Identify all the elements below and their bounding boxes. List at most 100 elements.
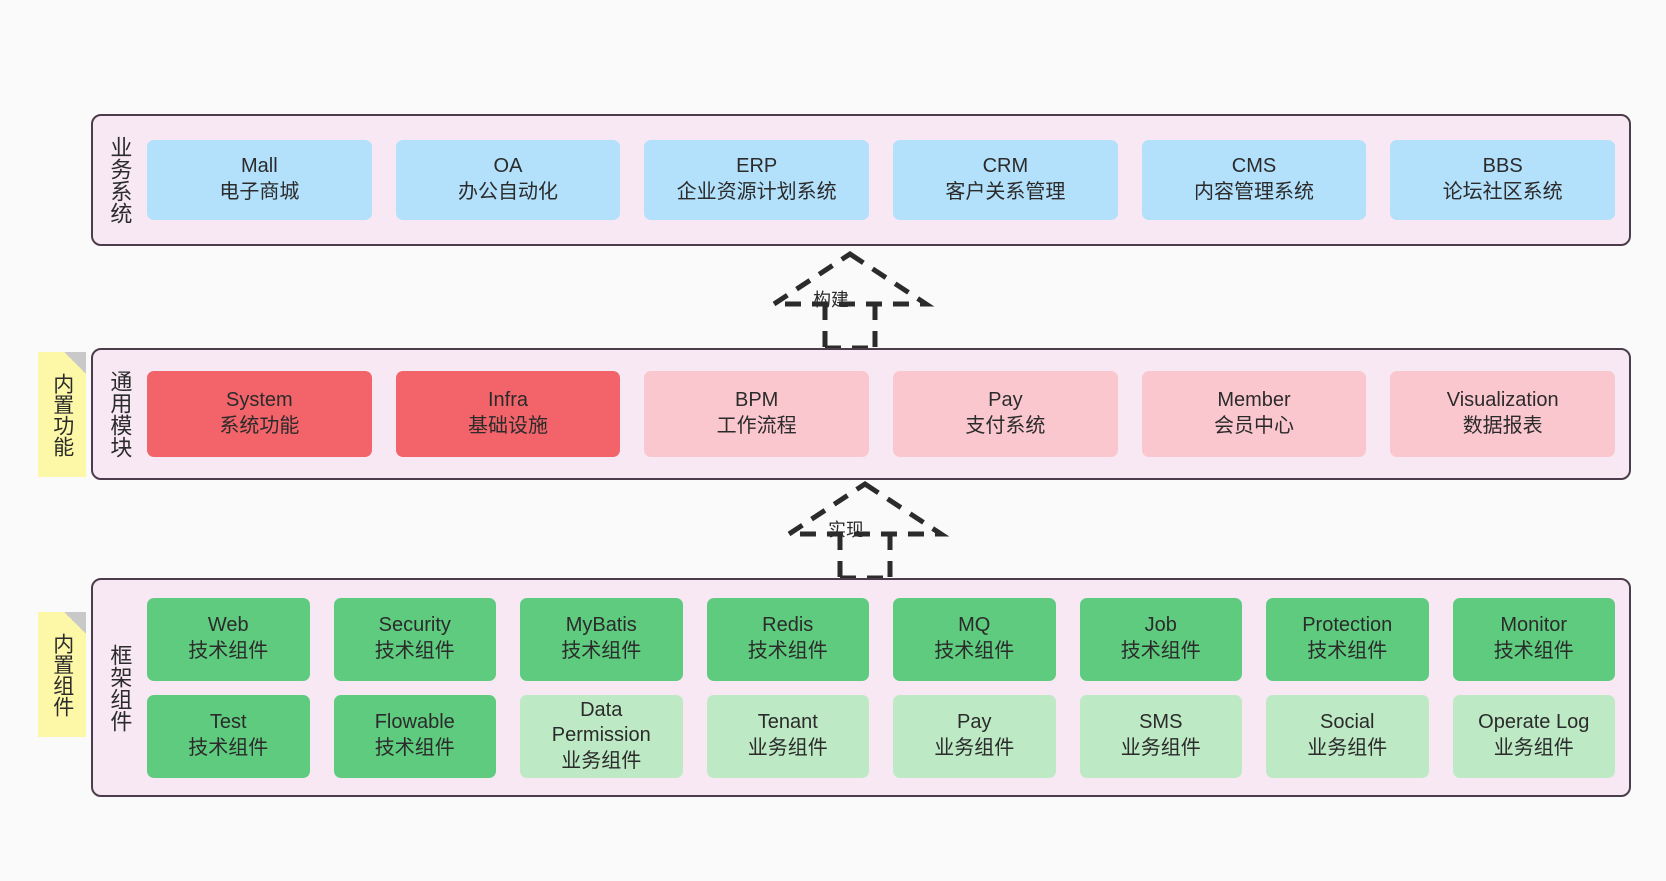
node-name: SMS — [1139, 711, 1183, 734]
node-name: Mall — [241, 155, 278, 178]
layer-title-framework: 框架组件 — [107, 643, 133, 732]
sticky-note-builtin-features: 内置功能 — [38, 352, 86, 477]
layer-business-systems: 业务系统 Mall 电子商城 OA 办公自动化 ERP 企业资源计划系统 CRM… — [91, 114, 1631, 246]
layer-body-framework: Web 技术组件 Security 技术组件 MyBatis 技术组件 Redi… — [145, 580, 1629, 795]
node-subtitle: 业务组件 — [934, 737, 1015, 759]
node-subtitle: 系统功能 — [219, 415, 300, 437]
node-visualization[interactable]: Visualization 数据报表 — [1390, 371, 1616, 457]
node-subtitle: 业务组件 — [1493, 737, 1574, 759]
node-monitor[interactable]: Monitor 技术组件 — [1452, 597, 1615, 681]
connector-label-build: 构建 — [813, 290, 849, 310]
node-name: Monitor — [1500, 614, 1568, 637]
node-name: Web — [207, 614, 249, 637]
node-operate-log[interactable]: Operate Log 业务组件 — [1452, 694, 1615, 778]
node-mall[interactable]: Mall 电子商城 — [147, 140, 372, 220]
node-name: ERP — [736, 155, 778, 178]
node-oa[interactable]: OA 办公自动化 — [395, 140, 621, 220]
sticky-note-text: 内置功能 — [50, 372, 74, 457]
node-name: Flowable — [374, 711, 455, 734]
node-subtitle: 支付系统 — [965, 415, 1046, 437]
layer-framework-components: 框架组件 Web 技术组件 Security 技术组件 MyBatis 技术组件… — [91, 578, 1631, 797]
node-subtitle: 业务组件 — [561, 749, 642, 772]
node-system[interactable]: System 系统功能 — [147, 371, 372, 457]
page-fold-icon — [64, 612, 86, 634]
sticky-note-text: 内置组件 — [50, 632, 74, 717]
layer-body-common: System 系统功能 Infra 基础设施 BPM 工作流程 Pay 支付系统… — [145, 350, 1629, 478]
node-name: BBS — [1482, 155, 1523, 178]
node-sms[interactable]: SMS 业务组件 — [1079, 694, 1242, 778]
node-subtitle: 业务组件 — [1307, 737, 1388, 759]
node-name: Protection — [1302, 614, 1393, 637]
node-row: Mall 电子商城 OA 办公自动化 ERP 企业资源计划系统 CRM 客户关系… — [147, 140, 1616, 220]
node-name: Tenant — [757, 711, 818, 734]
layer-body-business: Mall 电子商城 OA 办公自动化 ERP 企业资源计划系统 CRM 客户关系… — [145, 116, 1629, 244]
node-subtitle: 工作流程 — [716, 415, 797, 437]
node-infra[interactable]: Infra 基础设施 — [395, 371, 621, 457]
node-test[interactable]: Test 技术组件 — [147, 694, 310, 778]
node-protection[interactable]: Protection 技术组件 — [1266, 597, 1429, 681]
node-row: System 系统功能 Infra 基础设施 BPM 工作流程 Pay 支付系统… — [147, 371, 1616, 457]
node-subtitle: 基础设施 — [468, 415, 548, 437]
node-name: Visualization — [1446, 389, 1559, 412]
node-subtitle: 技术组件 — [1493, 640, 1574, 662]
node-name: Test — [209, 711, 247, 734]
layer-common-modules: 通用模块 System 系统功能 Infra 基础设施 BPM 工作流程 Pay… — [91, 348, 1631, 480]
node-subtitle: 客户关系管理 — [945, 181, 1066, 203]
node-subtitle: 技术组件 — [374, 737, 455, 759]
node-subtitle: 业务组件 — [1120, 737, 1201, 759]
node-member[interactable]: Member 会员中心 — [1141, 371, 1367, 457]
node-flowable[interactable]: Flowable 技术组件 — [333, 694, 496, 778]
node-name: Social — [1320, 711, 1375, 734]
node-subtitle: 技术组件 — [188, 737, 269, 759]
connector-implement: 实现 — [770, 478, 960, 581]
node-subtitle: 数据报表 — [1462, 415, 1543, 437]
node-redis[interactable]: Redis 技术组件 — [706, 597, 869, 681]
node-name: Data Permission — [551, 698, 651, 747]
node-name: System — [225, 389, 293, 412]
node-row: Test 技术组件 Flowable 技术组件 Data Permission … — [147, 694, 1615, 778]
node-subtitle: 企业资源计划系统 — [676, 181, 837, 203]
node-name: MQ — [958, 614, 991, 637]
node-erp[interactable]: ERP 企业资源计划系统 — [644, 140, 870, 220]
generalization-arrow-icon — [765, 251, 935, 351]
node-row: Web 技术组件 Security 技术组件 MyBatis 技术组件 Redi… — [147, 597, 1615, 681]
node-name: Member — [1217, 389, 1291, 412]
layer-title-common: 通用模块 — [107, 370, 133, 458]
node-subtitle: 电子商城 — [219, 181, 300, 203]
node-name: Security — [378, 614, 451, 637]
node-crm[interactable]: CRM 客户关系管理 — [893, 140, 1118, 220]
node-tenant[interactable]: Tenant 业务组件 — [706, 694, 869, 778]
generalization-arrow-icon — [780, 481, 950, 581]
node-subtitle: 办公自动化 — [458, 181, 558, 203]
node-name: CMS — [1231, 155, 1277, 178]
node-pay-module[interactable]: Pay 支付系统 — [893, 371, 1118, 457]
sticky-note-builtin-components: 内置组件 — [38, 612, 86, 737]
node-subtitle: 技术组件 — [934, 640, 1015, 662]
node-name: Pay — [988, 389, 1023, 412]
node-subtitle: 技术组件 — [1307, 640, 1388, 662]
node-mq[interactable]: MQ 技术组件 — [893, 597, 1056, 681]
node-data-permission[interactable]: Data Permission 业务组件 — [520, 694, 683, 778]
node-name: MyBatis — [565, 614, 637, 637]
node-bbs[interactable]: BBS 论坛社区系统 — [1390, 140, 1616, 220]
node-subtitle: 技术组件 — [561, 640, 642, 662]
node-web[interactable]: Web 技术组件 — [147, 597, 310, 681]
node-subtitle: 技术组件 — [747, 640, 828, 662]
node-subtitle: 内容管理系统 — [1194, 181, 1315, 203]
node-job[interactable]: Job 技术组件 — [1079, 597, 1242, 681]
node-social[interactable]: Social 业务组件 — [1266, 694, 1429, 778]
node-name: Pay — [957, 711, 992, 734]
node-mybatis[interactable]: MyBatis 技术组件 — [520, 597, 683, 681]
node-pay-component[interactable]: Pay 业务组件 — [893, 694, 1056, 778]
node-name: BPM — [735, 389, 779, 412]
connector-build: 构建 — [755, 248, 945, 351]
node-subtitle: 技术组件 — [374, 640, 455, 662]
node-name: Operate Log — [1478, 711, 1590, 734]
node-subtitle: 会员中心 — [1214, 415, 1295, 437]
node-bpm[interactable]: BPM 工作流程 — [644, 371, 870, 457]
node-name: Infra — [487, 389, 529, 412]
node-name: CRM — [982, 155, 1029, 178]
node-cms[interactable]: CMS 内容管理系统 — [1141, 140, 1367, 220]
node-security[interactable]: Security 技术组件 — [333, 597, 496, 681]
node-subtitle: 技术组件 — [1120, 640, 1201, 662]
